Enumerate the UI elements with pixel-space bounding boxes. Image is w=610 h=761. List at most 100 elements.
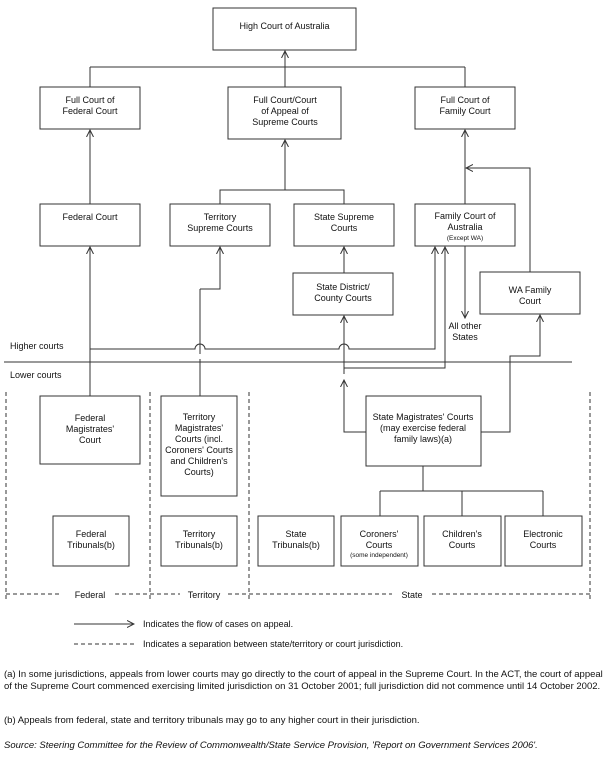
label-line: Magistrates' [175, 423, 224, 433]
label-line: Territory [183, 412, 216, 422]
appeal-arrow [466, 168, 531, 272]
footnote-a: (a) In some jurisdictions, appeals from … [4, 669, 603, 692]
federal-court-label: Federal Court [62, 212, 118, 222]
coroners-courts-note: (some independent) [350, 552, 408, 559]
label-line: Magistrates' [66, 424, 115, 434]
electronic-courts-box [504, 515, 583, 567]
label-line: WA Family [509, 285, 552, 295]
state-district-courts-label: State District/County Courts [314, 282, 372, 303]
appeal-arrow [344, 247, 445, 369]
state-jurisdiction-label: State [401, 590, 422, 600]
appeal-arrow [481, 315, 540, 433]
label-line: Court [79, 435, 102, 445]
territory-tribunals-box [160, 515, 238, 567]
label-line: and Children's [170, 456, 228, 466]
federal-court-box [39, 203, 141, 247]
label-line: of Appeal of [261, 106, 309, 116]
state-magistrates-courts-label: State Magistrates' Courts(may exercise f… [373, 412, 474, 444]
federal-tribunals-box [52, 515, 130, 567]
appeal-arrow [200, 247, 220, 290]
high-court-box [212, 7, 357, 51]
legend-appeal-text: Indicates the flow of cases on appeal. [143, 619, 293, 629]
supreme-connector [219, 189, 345, 204]
federal-magistrates-court-box [39, 395, 141, 465]
label-line: Courts [331, 223, 358, 233]
label-line: Federal Court [62, 106, 118, 116]
family-court-note: (Except WA) [447, 235, 483, 242]
label-line: Tribunals(b) [175, 540, 223, 550]
label-line: Children's [442, 529, 482, 539]
full-federal-court-box [39, 86, 141, 130]
state-tribunals-box [257, 515, 335, 567]
label-line: Tribunals(b) [272, 540, 320, 550]
label-line: Supreme Courts [187, 223, 253, 233]
label-line: Territory [183, 529, 216, 539]
high-court-label: High Court of Australia [239, 21, 329, 31]
label-line: Supreme Courts [252, 117, 318, 127]
label-line: Federal [75, 413, 106, 423]
full-family-court-box [414, 86, 516, 130]
higher-courts-label: Higher courts [10, 341, 64, 351]
appeal-arrow [90, 247, 435, 350]
label-line: Courts [449, 540, 476, 550]
label-line: Federal Court [62, 212, 118, 222]
label-line: Coroners' [360, 529, 399, 539]
state-magistrates-courts-box [365, 395, 482, 467]
state-district-courts-box [292, 272, 394, 316]
label-line: Tribunals(b) [67, 540, 115, 550]
label-line: State Magistrates' Courts [373, 412, 474, 422]
label-line: Courts) [184, 467, 214, 477]
state-supreme-courts-box [293, 203, 395, 247]
source-note: Source: Steering Committee for the Revie… [4, 740, 538, 751]
label-line: State Supreme [314, 212, 374, 222]
label-line: Coroners' Courts [165, 445, 233, 455]
federal-jurisdiction-label: Federal [75, 590, 106, 600]
label-line: Federal [76, 529, 107, 539]
label-line: Court [519, 296, 542, 306]
coroners-courts-label: Coroners'Courts [360, 529, 399, 550]
lower-courts-label: Lower courts [10, 370, 62, 380]
appeal-arrow [344, 380, 366, 433]
label-line: Family Court [439, 106, 491, 116]
territory-jurisdiction-label: Territory [188, 590, 221, 600]
label-line: Courts [366, 540, 393, 550]
label-line: State District/ [316, 282, 370, 292]
label-line: States [452, 332, 478, 342]
territory-magistrates-courts-box [160, 395, 238, 497]
label-line: Australia [447, 222, 482, 232]
coroners-courts-box [340, 515, 419, 567]
label-line: (may exercise federal [380, 423, 466, 433]
footnote-b: (b) Appeals from federal, state and terr… [4, 715, 420, 726]
label-line: Full Court of [65, 95, 115, 105]
childrens-courts-box [423, 515, 502, 567]
label-line: High Court of Australia [239, 21, 329, 31]
label-line: State [285, 529, 306, 539]
label-line: Full Court/Court [253, 95, 317, 105]
label-line: Territory [204, 212, 237, 222]
label-line: Courts [530, 540, 557, 550]
label-line: Family Court of [434, 211, 496, 221]
label-line: Electronic [523, 529, 563, 539]
label-line: family laws)(a) [394, 434, 452, 444]
label-line: All other [448, 321, 481, 331]
wa-family-court-box [479, 271, 581, 315]
legend-separation-text: Indicates a separation between state/ter… [143, 639, 403, 649]
label-line: Courts (incl. [175, 434, 223, 444]
label-line: Full Court of [440, 95, 490, 105]
